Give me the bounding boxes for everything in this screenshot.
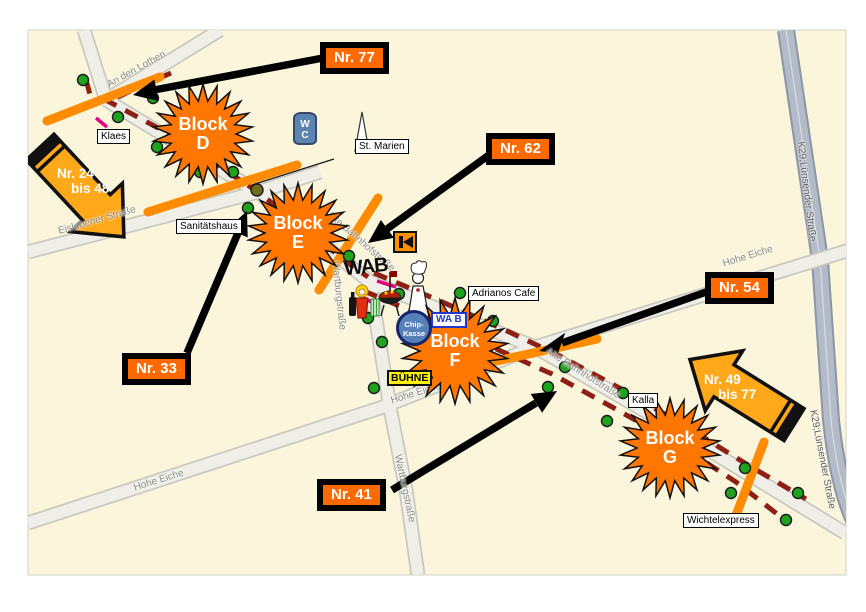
arrow-nr77-shaft — [153, 54, 324, 94]
sign-nr-62: Nr. 62 — [486, 133, 555, 165]
arrow-nr77-head — [133, 79, 159, 102]
poi-kalla: Kalla — [628, 393, 659, 408]
chef-icon — [407, 260, 430, 319]
chip-kasse-icon: Chip- Kasse — [396, 310, 432, 346]
arrow-nr62-shaft — [384, 151, 492, 233]
arrow-nr62-head — [368, 220, 394, 243]
bottle-icon — [349, 292, 356, 316]
arrow-nr41-shaft — [390, 399, 538, 494]
thin-line — [251, 158, 335, 186]
sign-nr-33: Nr. 33 — [122, 353, 191, 385]
poi-adrianos-cafe: Adrianos Cafe — [468, 286, 540, 301]
poi-buehne: BÜHNE — [387, 370, 433, 386]
poi-st-marien: St. Marien — [355, 139, 409, 154]
wc-icon: W C — [293, 112, 317, 145]
street-north-stub — [78, 30, 112, 102]
barrier-wichtelexpress — [730, 437, 769, 523]
barrier-lines — [42, 72, 769, 523]
barrier-an-den-lothen — [42, 72, 165, 126]
poi-sanitaetshaus: Sanitätshaus — [176, 219, 242, 234]
arrow-nr33-shaft — [183, 231, 242, 355]
arrow-nr41-head — [530, 391, 557, 413]
barrier-block-e — [314, 193, 383, 295]
k-logo-icon — [393, 231, 417, 253]
range-arrow-nr24-text: Nr. 24 bis 48 — [57, 166, 110, 196]
range-arrow-nr24-bis-48 — [28, 131, 126, 239]
range-arrow-nr49-text: Nr. 49 bis 77 — [704, 372, 757, 402]
sign-nr-54: Nr. 54 — [705, 272, 774, 304]
sign-nr-41: Nr. 41 — [317, 479, 386, 511]
range-arrow-nr49-bis-77 — [687, 348, 807, 443]
pointer-arrows — [153, 54, 711, 494]
arrow-nr54-head — [539, 332, 566, 354]
flag-icon — [389, 271, 397, 291]
barrier-sanitaetshaus — [143, 160, 302, 217]
poi-wab-box: WA B — [431, 312, 467, 328]
grill-icon — [378, 290, 402, 317]
clown-icon — [355, 284, 369, 319]
poi-wichtelexpress: Wichtelexpress — [683, 513, 759, 528]
striped-figure-icon — [370, 298, 380, 317]
arrow-nr54-shaft — [560, 287, 711, 347]
poi-klaes: Klaes — [97, 129, 131, 144]
road-k29 — [777, 30, 846, 525]
sign-nr-77: Nr. 77 — [320, 42, 389, 74]
